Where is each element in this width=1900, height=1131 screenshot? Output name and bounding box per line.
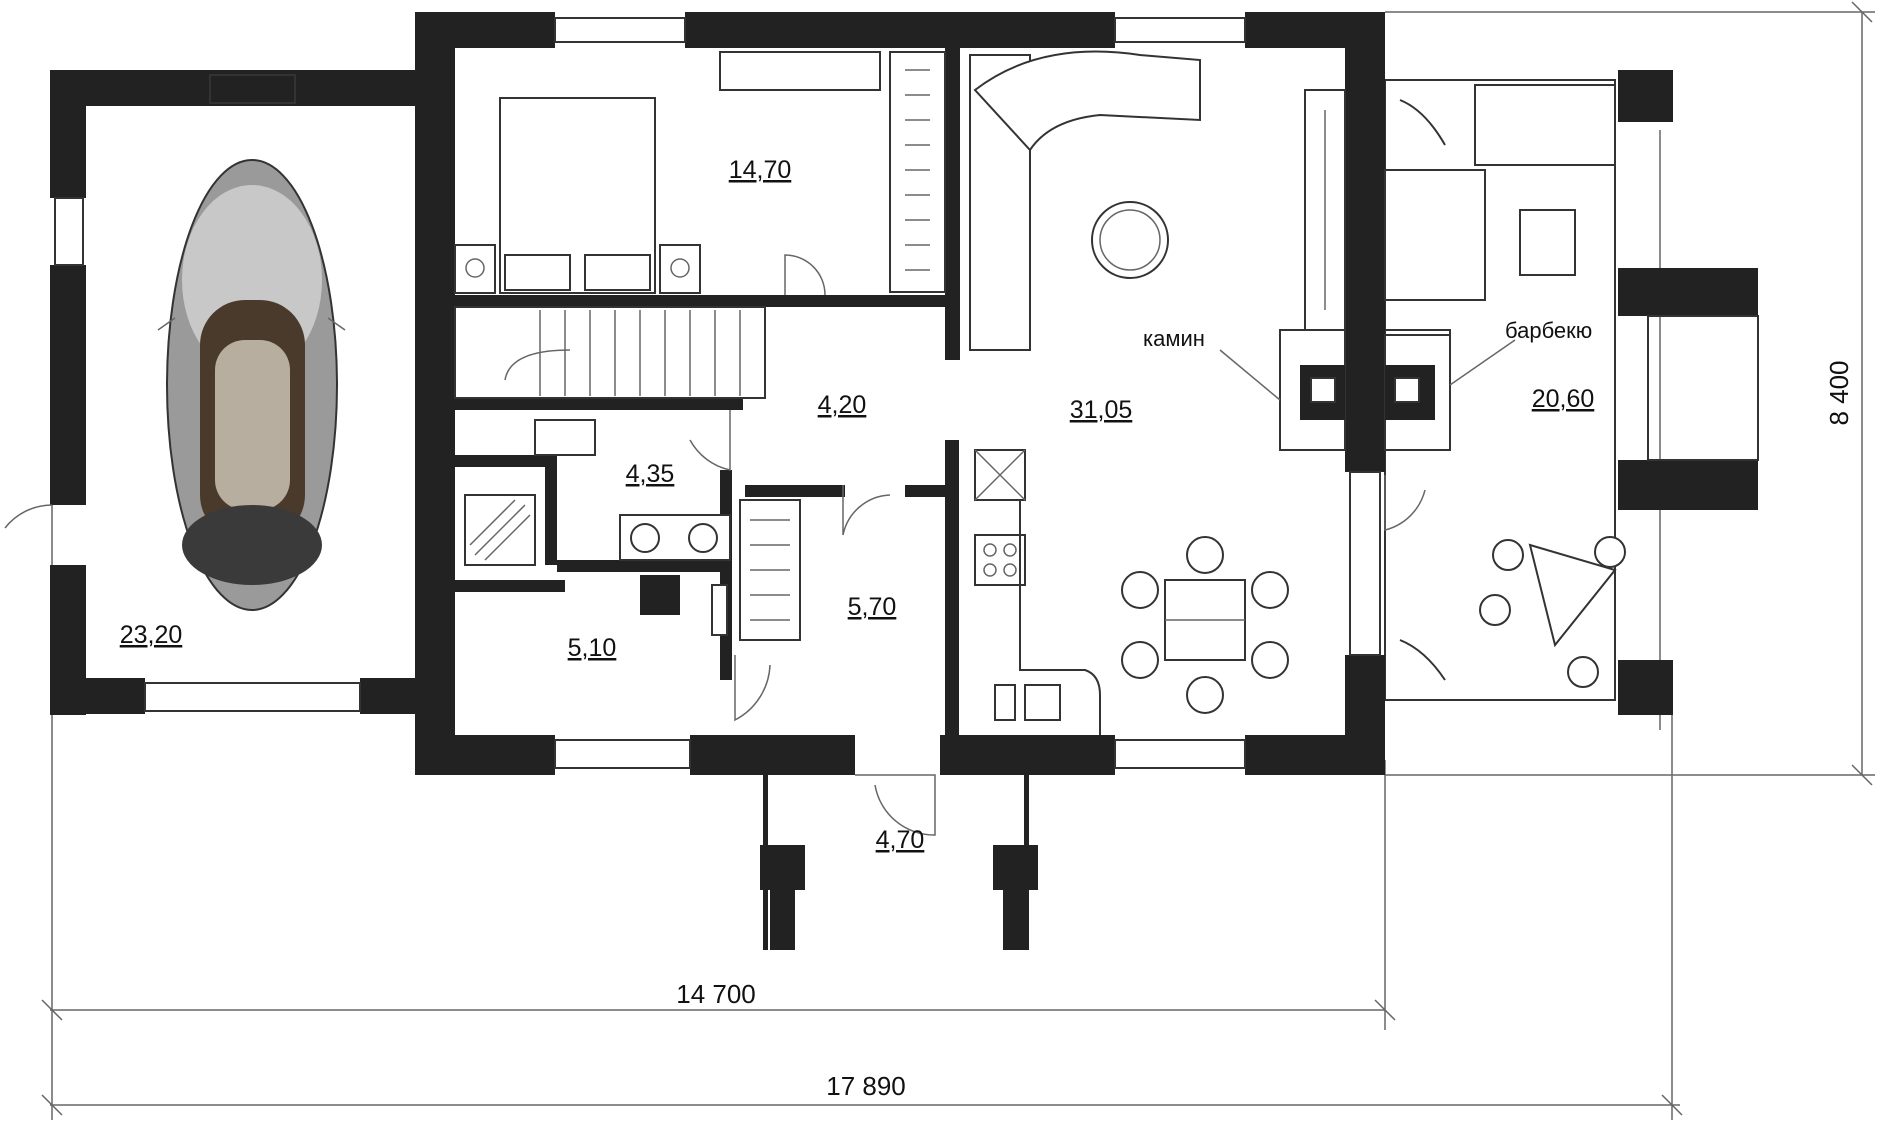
dimension-lines bbox=[41, 1, 1875, 1120]
room-label-hall: 4,20 bbox=[818, 391, 867, 419]
dimension-total-width: 17 890 bbox=[826, 1071, 906, 1101]
room-label-bathroom: 4,35 bbox=[626, 460, 675, 488]
room-label-boiler: 5,10 bbox=[568, 634, 617, 662]
notes: камин барбекю bbox=[1143, 318, 1592, 351]
room-label-wardrobe: 5,70 bbox=[848, 593, 897, 621]
room-label-terrace: 20,60 bbox=[1532, 385, 1595, 413]
car bbox=[157, 159, 346, 611]
room-label-porch: 4,70 bbox=[876, 826, 925, 854]
bbq-label: барбекю bbox=[1505, 318, 1592, 343]
boiler-room bbox=[640, 499, 801, 641]
terrace-furniture bbox=[1384, 84, 1626, 688]
room-label-garage: 23,20 bbox=[120, 621, 183, 649]
bedroom-furniture bbox=[454, 51, 946, 294]
dimension-depth: 8 400 bbox=[1824, 360, 1854, 425]
kitchen bbox=[974, 449, 1289, 735]
bathroom bbox=[464, 419, 731, 566]
walls bbox=[50, 12, 1758, 950]
dimension-house-width: 14 700 bbox=[676, 979, 756, 1009]
room-label-bedroom: 14,70 bbox=[729, 156, 792, 184]
dimension-labels: 14 700 17 890 8 400 bbox=[676, 360, 1854, 1101]
living-furniture bbox=[969, 50, 1346, 451]
windows bbox=[54, 17, 1759, 769]
fireplace-label: камин bbox=[1143, 326, 1205, 351]
doors bbox=[4, 254, 1426, 836]
room-labels: 23,20 14,70 4,20 4,35 5,10 5,70 31,05 20… bbox=[120, 156, 1595, 854]
bbq bbox=[1384, 334, 1516, 451]
room-label-living: 31,05 bbox=[1070, 396, 1133, 424]
stairs bbox=[454, 306, 766, 399]
